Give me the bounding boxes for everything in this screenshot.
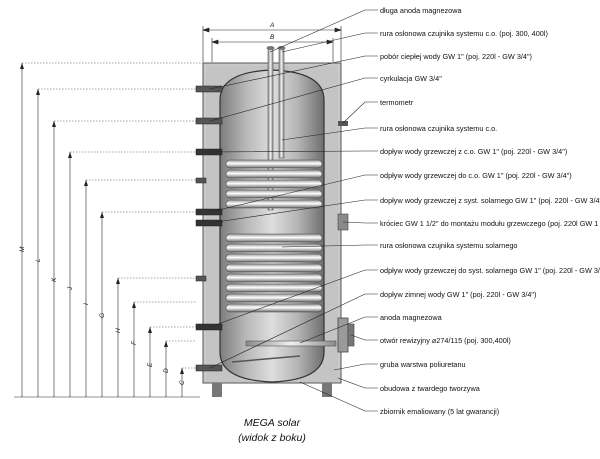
dim-k: K	[51, 277, 58, 282]
label-sensor-tube-co: rura osłonowa czujnika systemu c.o.	[380, 124, 497, 133]
anode-cap	[266, 46, 275, 50]
dim-g: G	[99, 313, 106, 318]
label-cold-water-inlet: dopływ zimnej wody GW 1" (poj. 220l - GW…	[380, 290, 536, 299]
label-enamel-tank: zbiornik emaliowany (5 lat gwarancji)	[380, 407, 499, 416]
label-heating-module-port: króciec GW 1 1/2" do montażu modułu grze…	[380, 219, 600, 228]
dim-b: B	[270, 34, 275, 41]
dim-h: H	[115, 328, 122, 333]
foot-left	[212, 383, 222, 397]
dim-e: E	[147, 362, 154, 367]
dim-a: A	[269, 22, 274, 29]
dim-f: F	[131, 340, 138, 345]
label-polyurethane: gruba warstwa poliuretanu	[380, 360, 466, 369]
cold-water-pipe	[231, 355, 301, 363]
dim-j: J	[67, 286, 74, 291]
label-solar-outlet: odpływ wody grzewczej do syst. solarnego…	[380, 266, 600, 275]
caption-title: MEGA solar	[244, 417, 301, 429]
lower-heating-coil	[225, 233, 323, 313]
left-dim-arrows	[20, 63, 184, 374]
sensor-tube-top	[278, 47, 285, 159]
left-dimensions	[14, 63, 200, 398]
dim-m: M	[19, 246, 26, 252]
label-casing: obudowa z twardego tworzywa	[380, 384, 481, 393]
label-anode: anoda magnezowa	[380, 313, 443, 322]
label-sensor-tube-co-300: rura osłonowa czujnika systemu c.o. (poj…	[380, 29, 548, 38]
label-hot-water-outlet: pobór ciepłej wody GW 1" (poj. 220l - GW…	[380, 52, 532, 61]
label-long-anode: długa anoda magnezowa	[380, 6, 462, 15]
label-co-outlet: odpływ wody grzewczej do c.o. GW 1" (poj…	[380, 171, 572, 180]
dim-d: D	[163, 368, 170, 373]
inspection-flange	[337, 317, 349, 353]
anode-lower	[245, 340, 337, 347]
top-dimensions	[202, 26, 342, 62]
left-dim-extension-lines	[22, 62, 203, 369]
label-co-inlet: dopływ wody grzewczej z c.o. GW 1" (poj.…	[380, 147, 567, 156]
dim-i: I	[83, 303, 90, 305]
foot-right	[322, 383, 332, 397]
label-solar-inlet: dopływ wody grzewczej z syst. solarnego …	[380, 196, 600, 205]
thermometer-port	[338, 121, 348, 126]
dim-c: C	[179, 380, 186, 385]
label-thermometer: termometr	[380, 98, 414, 107]
label-inspection-opening: otwór rewizyjny ⌀274/115 (poj. 300,400l)	[380, 336, 511, 345]
dim-l: L	[35, 258, 42, 262]
label-circulation: cyrkulacja GW 3/4"	[380, 74, 442, 83]
sensor-cap	[277, 46, 286, 50]
leader-lines	[209, 9, 378, 412]
caption-subtitle: (widok z boku)	[238, 432, 306, 444]
upper-heating-coil	[225, 159, 323, 209]
label-solar-sensor-tube: rura osłonowa czujnika systemu solarnego	[380, 241, 518, 250]
